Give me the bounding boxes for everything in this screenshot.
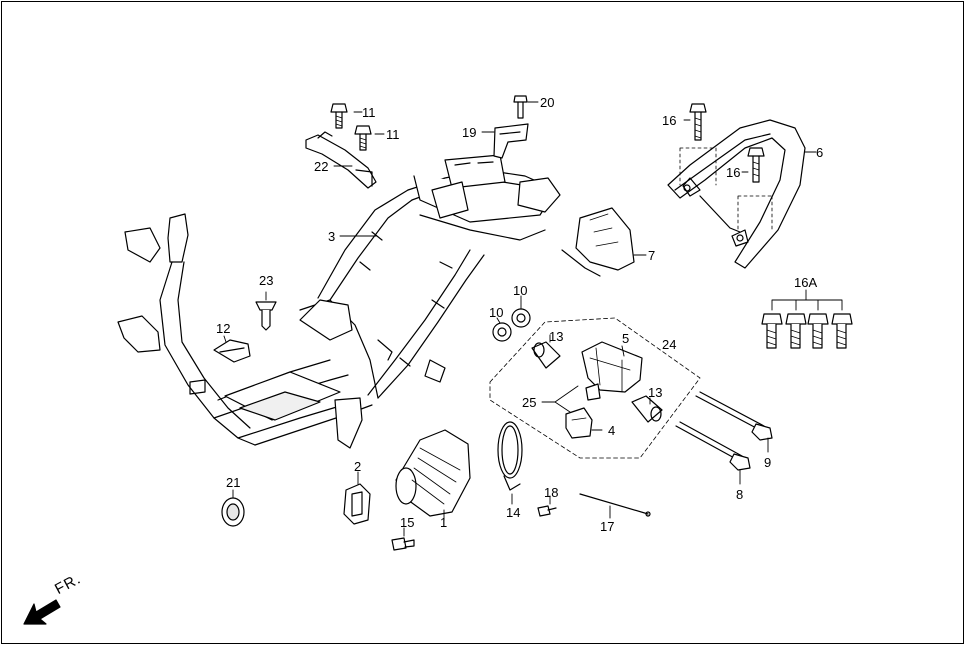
bolt-part-11 <box>330 103 385 151</box>
callout-7: 7 <box>648 248 656 263</box>
callout-18: 18 <box>544 485 559 500</box>
bolt-part-16 <box>679 103 773 233</box>
rear-grip-part-6 <box>667 119 817 269</box>
bracket-part-22 <box>305 131 377 189</box>
callout-25: 25 <box>522 395 537 410</box>
rod-part-17 <box>579 493 651 519</box>
bolt-part-9 <box>695 391 773 453</box>
screw-part-15 <box>391 527 415 551</box>
callout-11-upper: 11 <box>362 105 376 120</box>
callout-21: 21 <box>226 475 241 490</box>
callout-16A: 16A <box>794 275 818 290</box>
screw-part-18 <box>537 495 557 517</box>
callout-16-upper: 16 <box>662 113 677 128</box>
callout-9: 9 <box>764 455 772 470</box>
callout-12: 12 <box>216 321 231 336</box>
callout-10-lower: 10 <box>489 305 504 320</box>
ring-part-2 <box>343 471 371 525</box>
bushing-part-10 <box>492 295 531 342</box>
callout-3: 3 <box>328 229 336 244</box>
clamp-part-14 <box>497 421 523 505</box>
callout-24: 24 <box>662 337 677 352</box>
bracket-part-19 <box>481 123 529 159</box>
callout-20: 20 <box>540 95 555 110</box>
callout-16-lower: 16 <box>726 165 741 180</box>
callout-2: 2 <box>354 459 362 474</box>
callout-1: 1 <box>440 515 448 530</box>
band-part-12 <box>213 335 251 363</box>
bolt-part-20 <box>513 95 539 119</box>
engine-hanger-group-24 <box>489 317 701 459</box>
callout-13-left: 13 <box>549 329 564 344</box>
shield-part-7 <box>561 207 647 277</box>
callout-14: 14 <box>506 505 521 520</box>
main-frame-part <box>117 154 561 449</box>
callout-19: 19 <box>462 125 477 140</box>
callout-13-right: 13 <box>648 385 663 400</box>
callout-23: 23 <box>259 273 274 288</box>
callout-6: 6 <box>816 145 824 160</box>
bolt-part-8 <box>675 421 751 485</box>
callout-22: 22 <box>314 159 329 174</box>
callout-10-upper: 10 <box>513 283 528 298</box>
clip-part-23 <box>255 291 277 331</box>
intake-boot-part-1 <box>395 429 471 521</box>
grommet-part-21 <box>221 489 245 527</box>
callout-17: 17 <box>600 519 615 534</box>
callout-11-lower: 11 <box>386 127 400 142</box>
bolt-set-part-16A <box>761 289 853 349</box>
callout-8: 8 <box>736 487 744 502</box>
callout-15: 15 <box>400 515 415 530</box>
front-direction-arrow-icon <box>23 599 61 625</box>
callout-4: 4 <box>608 423 616 438</box>
callout-5: 5 <box>622 331 630 346</box>
